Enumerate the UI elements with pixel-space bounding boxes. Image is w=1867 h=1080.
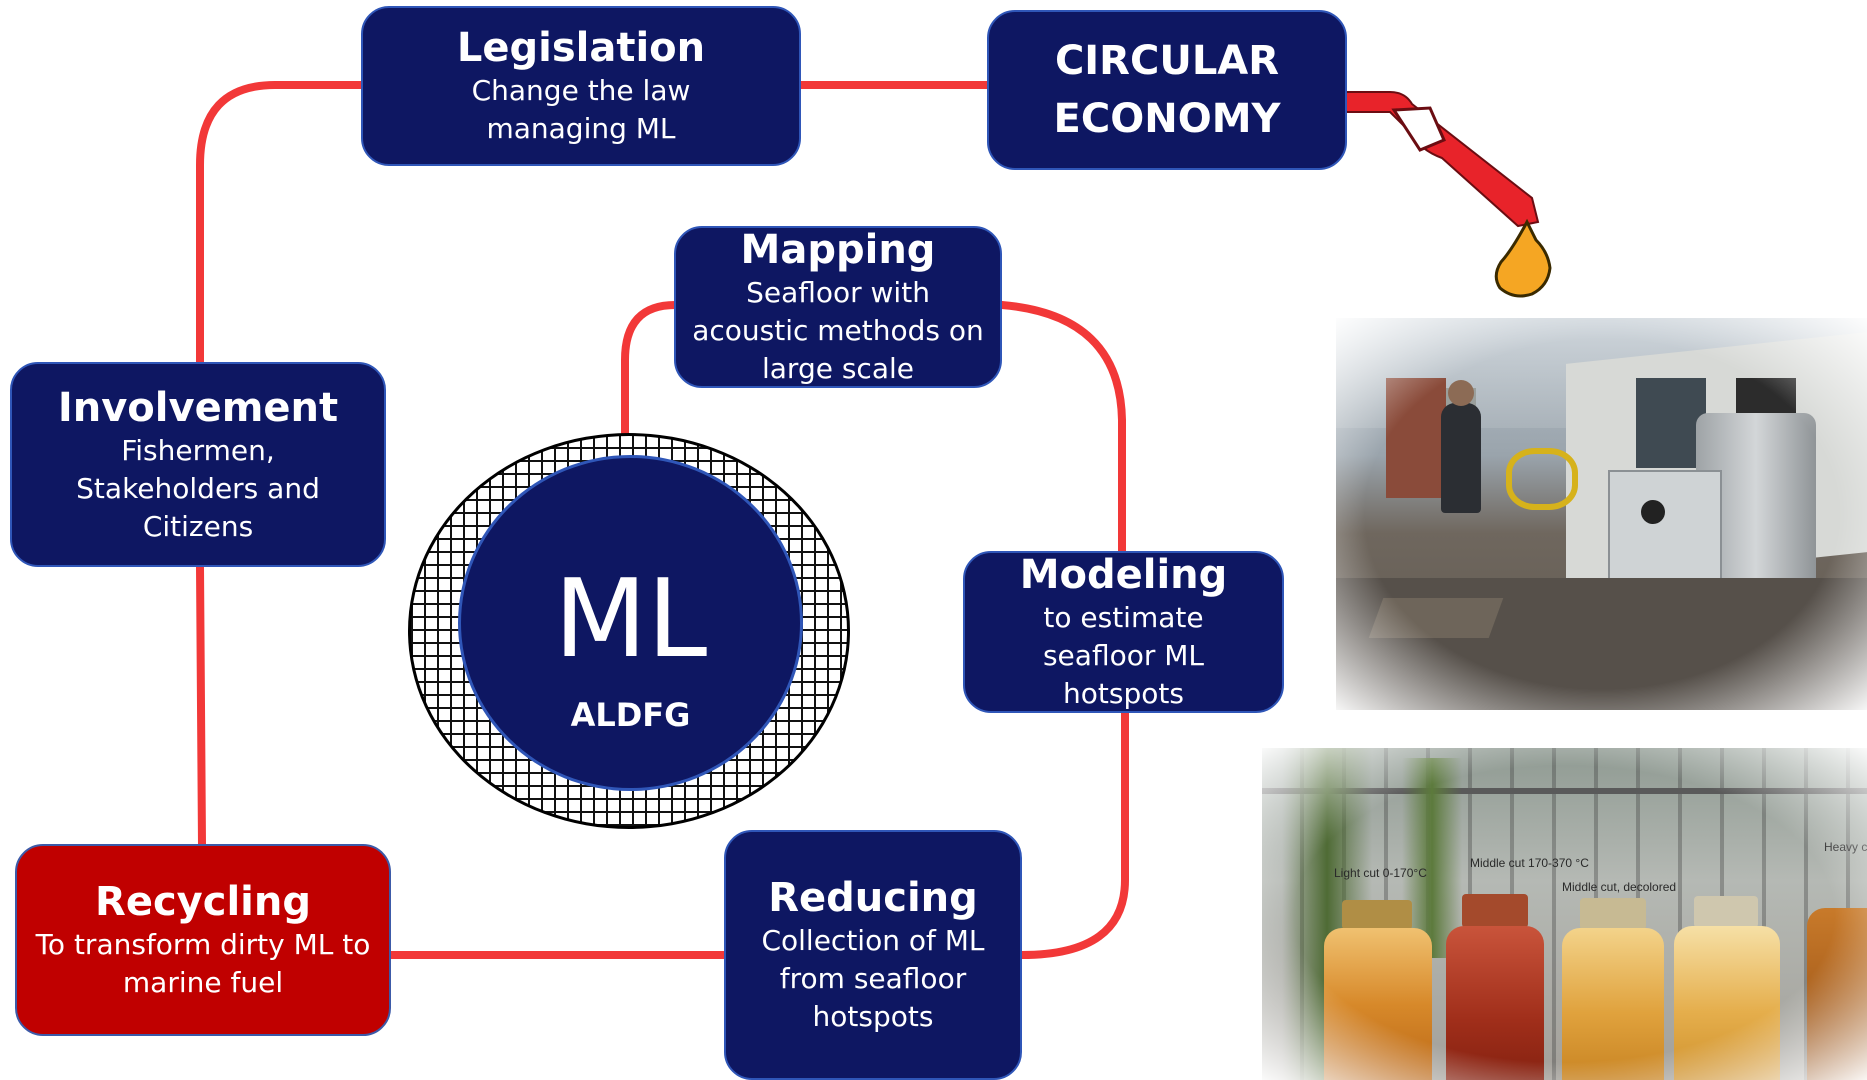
modeling-box: Modeling to estimate seafloor ML hotspot… xyxy=(963,551,1284,713)
label-light-cut: Light cut 0-170°C xyxy=(1334,866,1427,880)
connector-reducing-modeling xyxy=(1018,708,1129,959)
circular-economy-line2: ECONOMY xyxy=(1053,96,1281,142)
ml-center-circle: ML ALDFG xyxy=(458,455,803,791)
recycling-title: Recycling xyxy=(95,879,311,925)
circular-economy-line1: CIRCULAR xyxy=(1054,38,1280,84)
mapping-box: Mapping Seafloor with acoustic methods o… xyxy=(674,226,1002,388)
connector-involvement-recycling xyxy=(196,563,206,849)
connector-legislation-involvement xyxy=(196,81,366,369)
involvement-subtitle: Fishermen, Stakeholders and Citizens xyxy=(76,433,320,543)
recycling-subtitle: To transform dirty ML to marine fuel xyxy=(35,928,371,999)
reducing-box: Reducing Collection of ML from seafloor … xyxy=(724,830,1022,1080)
involvement-box: Involvement Fishermen, Stakeholders and … xyxy=(10,362,386,567)
fuel-samples-photo: Light cut 0-170°C Middle cut 170-370 °C … xyxy=(1262,748,1867,1080)
mapping-title: Mapping xyxy=(740,227,936,273)
connector-mapping-modeling xyxy=(998,301,1126,557)
fuel-drop-icon xyxy=(1494,218,1552,298)
label-middle-cut: Middle cut 170-370 °C xyxy=(1470,856,1589,870)
modeling-title: Modeling xyxy=(1019,552,1228,598)
circular-economy-box: CIRCULAR ECONOMY xyxy=(987,10,1347,170)
label-heavy-cut: Heavy cu xyxy=(1824,840,1867,854)
recycling-box: Recycling To transform dirty ML to marin… xyxy=(15,844,391,1036)
connector-ml-mapping xyxy=(621,301,679,437)
involvement-title: Involvement xyxy=(57,384,339,431)
legislation-box: Legislation Change the law managing ML xyxy=(361,6,801,166)
legislation-title: Legislation xyxy=(456,25,706,71)
legislation-subtitle: Change the law managing ML xyxy=(471,74,691,145)
label-middle-decolored: Middle cut, decolored xyxy=(1562,880,1677,894)
recycling-plant-photo xyxy=(1336,318,1867,710)
modeling-subtitle: to estimate seafloor ML hotspots xyxy=(1042,601,1205,710)
fuel-nozzle-icon xyxy=(1345,91,1540,228)
reducing-title: Reducing xyxy=(768,875,978,921)
mapping-subtitle: Seafloor with acoustic methods on large … xyxy=(692,276,984,385)
ml-center-label: ML xyxy=(553,557,708,682)
aldfg-label: ALDFG xyxy=(570,696,691,734)
reducing-subtitle: Collection of ML from seafloor hotspots xyxy=(761,924,985,1033)
